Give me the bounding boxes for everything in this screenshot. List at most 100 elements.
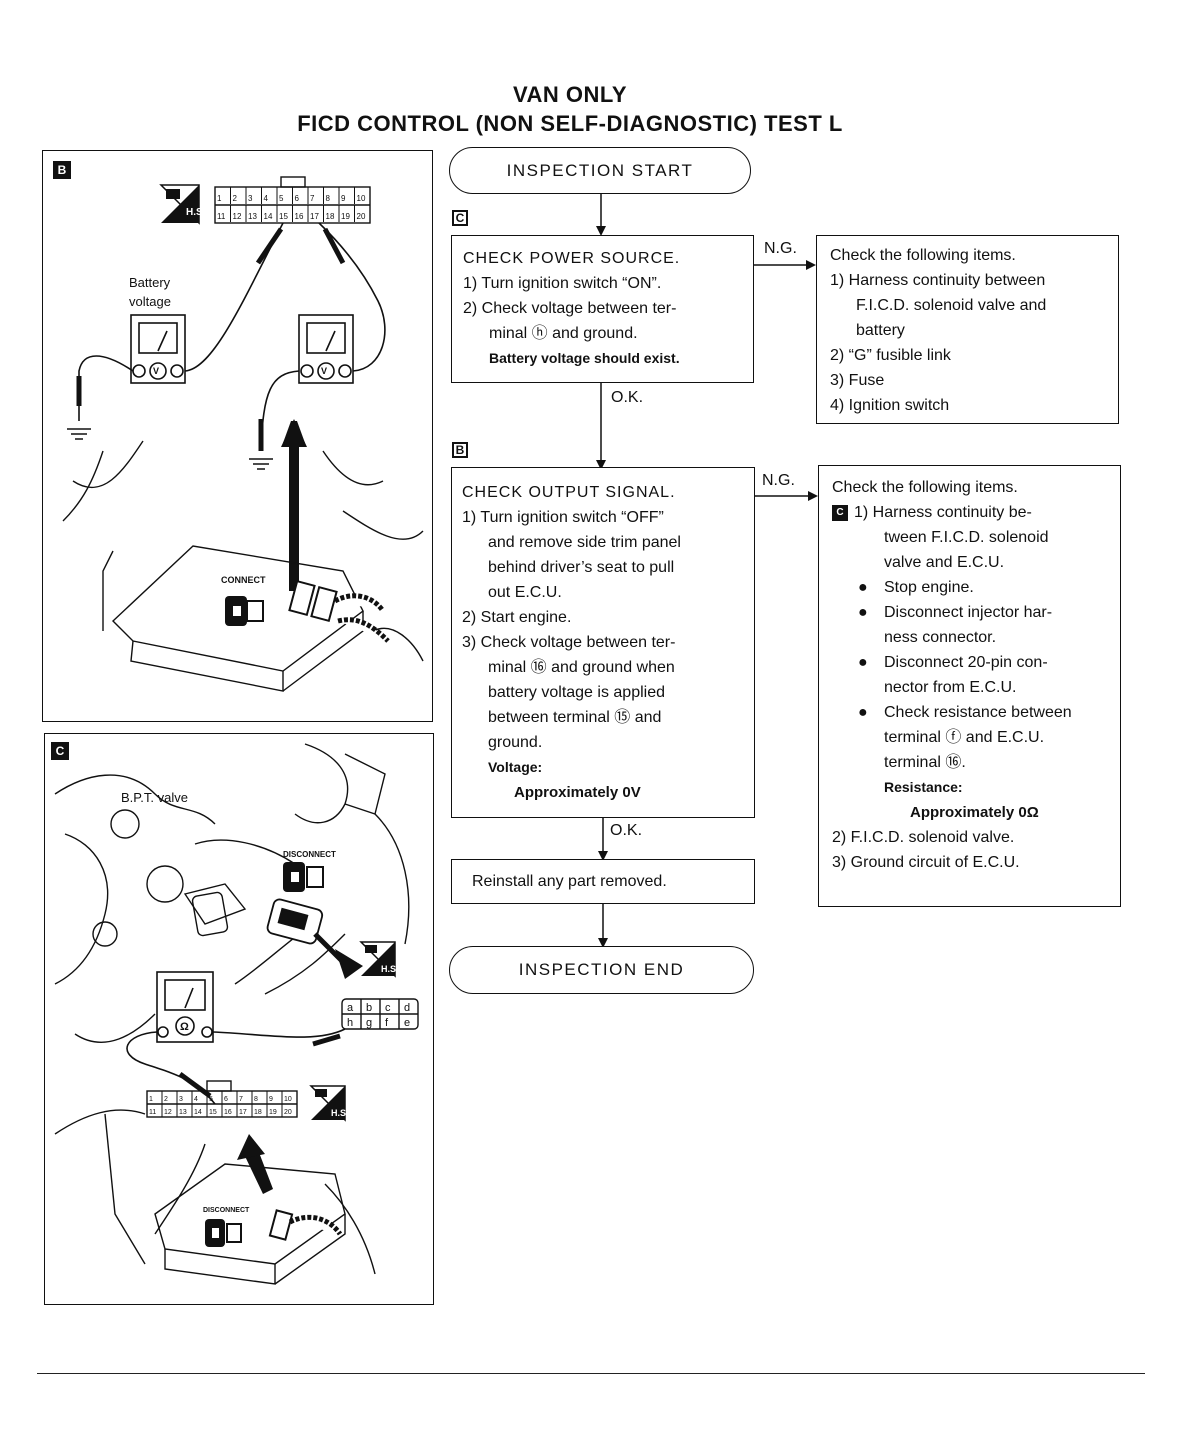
ng2-bullet-1: ●Stop engine. <box>832 575 1107 600</box>
ng2-line-2: C 1) Harness continuity be- <box>832 500 1107 525</box>
ng1-line-6: 3) Fuse <box>830 372 885 389</box>
connector-pin-label: 5 <box>209 1096 213 1103</box>
step2-line-8: minal ⑯ and ground when <box>488 659 675 676</box>
connector-pin-label: 7 <box>239 1096 243 1103</box>
step1-line-2: 1) Turn ignition switch “ON”. <box>463 275 662 292</box>
ng2-line-15: 2) F.I.C.D. solenoid valve. <box>832 829 1015 846</box>
ng-label-2: N.G. <box>762 472 795 489</box>
ng2-line-16: 3) Ground circuit of E.C.U. <box>832 854 1020 871</box>
step2-line-5: out E.C.U. <box>488 584 562 601</box>
ng2-line-12: terminal ⑯. <box>884 754 966 771</box>
battery-label: Battery <box>129 275 171 290</box>
panel-badge-b: B <box>53 161 71 179</box>
connector-pin-label: 7 <box>310 194 315 203</box>
ng2-bullet-4: ●Check resistance between <box>832 700 1107 725</box>
ng1-line-4: battery <box>856 322 905 339</box>
output-signal-ng-box: Check the following items. C 1) Harness c… <box>818 465 1121 907</box>
connector-pin-label: 8 <box>254 1096 258 1103</box>
connector-pin-label: 9 <box>341 194 346 203</box>
reinstall-box: Reinstall any part removed. <box>451 859 755 904</box>
ng1-line-1: Check the following items. <box>830 247 1016 264</box>
svg-text:V: V <box>153 366 159 376</box>
svg-text:Ω: Ω <box>180 1021 189 1033</box>
disconnect-icon <box>283 862 324 892</box>
connector-pin-label: 1 <box>217 194 222 203</box>
connector-pin-label: 20 <box>284 1109 292 1116</box>
connector-pin-label: 6 <box>224 1096 228 1103</box>
inspection-start: INSPECTION START <box>449 147 751 194</box>
connect-label: CONNECT <box>221 575 266 585</box>
connector-pin-label: 12 <box>164 1109 172 1116</box>
power-source-ng-box: Check the following items. 1) Harness co… <box>816 235 1119 424</box>
small-connector-pin-label: d <box>404 1002 410 1014</box>
bullet-icon: ● <box>858 604 868 621</box>
connector-pin-label: 18 <box>326 212 335 221</box>
connector-pin-label: 3 <box>179 1096 183 1103</box>
connector-pin-label: 2 <box>164 1096 168 1103</box>
bullet-icon: ● <box>858 704 868 721</box>
hs-label-lower: H.S. <box>331 1108 349 1118</box>
ng2-bullet-2: ●Disconnect injector har- <box>832 600 1107 625</box>
connector-pin-label: 11 <box>149 1109 156 1116</box>
voltage-label: voltage <box>129 294 171 309</box>
inspection-end: INSPECTION END <box>449 946 754 994</box>
connector-pin-label: 17 <box>310 212 319 221</box>
ohmmeter <box>156 971 214 1043</box>
ng2-line-4: valve and E.C.U. <box>884 554 1005 571</box>
ng2-line-13: Resistance: <box>884 779 963 795</box>
ecu-drawing <box>62 440 424 692</box>
bullet-icon: ● <box>858 654 868 671</box>
small-connector-pin-label: a <box>347 1002 354 1014</box>
small-connector-pin-label: e <box>404 1017 410 1029</box>
connector-pin-label: 19 <box>341 212 350 221</box>
connector-pin-label: 16 <box>295 212 304 221</box>
step1-line-1: CHECK POWER SOURCE. <box>463 250 681 267</box>
connector-pin-label: 4 <box>194 1096 198 1103</box>
connector-pin-label: 15 <box>279 212 288 221</box>
connector-pin-label: 13 <box>179 1109 187 1116</box>
connector-pin-label: 18 <box>254 1109 262 1116</box>
ng2-badge: C <box>832 504 848 521</box>
panel-badge-c: C <box>51 742 69 760</box>
ng2-line-1: Check the following items. <box>832 479 1018 496</box>
ng-label-1: N.G. <box>764 240 797 257</box>
ng1-line-7: 4) Ignition switch <box>830 397 950 414</box>
small-connector-pin-label: g <box>366 1017 372 1029</box>
voltmeter-right <box>298 314 354 384</box>
step2-line-12: Voltage: <box>488 759 543 775</box>
step1-line-4: minal ⓗ and ground. <box>489 325 638 342</box>
connector-pin-label: 6 <box>295 194 300 203</box>
ng2-line-2-text: 1) Harness continuity be- <box>854 504 1032 521</box>
connector-pin-label: 1 <box>149 1096 153 1103</box>
step2-line-11: ground. <box>488 734 543 751</box>
connector-pin-label: 10 <box>284 1096 292 1103</box>
step2-line-3: and remove side trim panel <box>488 534 681 551</box>
connector-pin-label: 12 <box>233 212 242 221</box>
connector-pin-label: 8 <box>326 194 331 203</box>
check-output-signal-box: CHECK OUTPUT SIGNAL. 1) Turn ignition sw… <box>451 467 755 818</box>
connector-8-pin <box>341 998 419 1030</box>
connector-pin-label: 10 <box>357 194 366 203</box>
disconnect-icon <box>205 1219 242 1247</box>
connector-pin-label: 5 <box>279 194 284 203</box>
harness-connector-drawing <box>288 579 390 643</box>
hs-label: H.S. <box>381 964 399 974</box>
engine-bay-drawing <box>54 743 410 1275</box>
step2-line-9: battery voltage is applied <box>488 684 665 701</box>
ok-label-1: O.K. <box>611 389 644 406</box>
connector-pin-label: 14 <box>194 1109 202 1116</box>
ok-label-2: O.K. <box>610 822 643 839</box>
arrow-up-icon <box>237 1134 273 1194</box>
connector-pin-label: 4 <box>264 194 269 203</box>
connector-pin-label: 15 <box>209 1109 217 1116</box>
voltmeter-left <box>130 314 186 384</box>
arrow-up-icon <box>281 419 307 591</box>
step2-line-6: 2) Start engine. <box>462 609 572 626</box>
connector-pin-label: 20 <box>357 212 366 221</box>
ng2-line-11: terminal ⓕ and E.C.U. <box>884 729 1045 746</box>
connector-pin-label: 9 <box>269 1096 273 1103</box>
connector-pin-label: 13 <box>248 212 257 221</box>
